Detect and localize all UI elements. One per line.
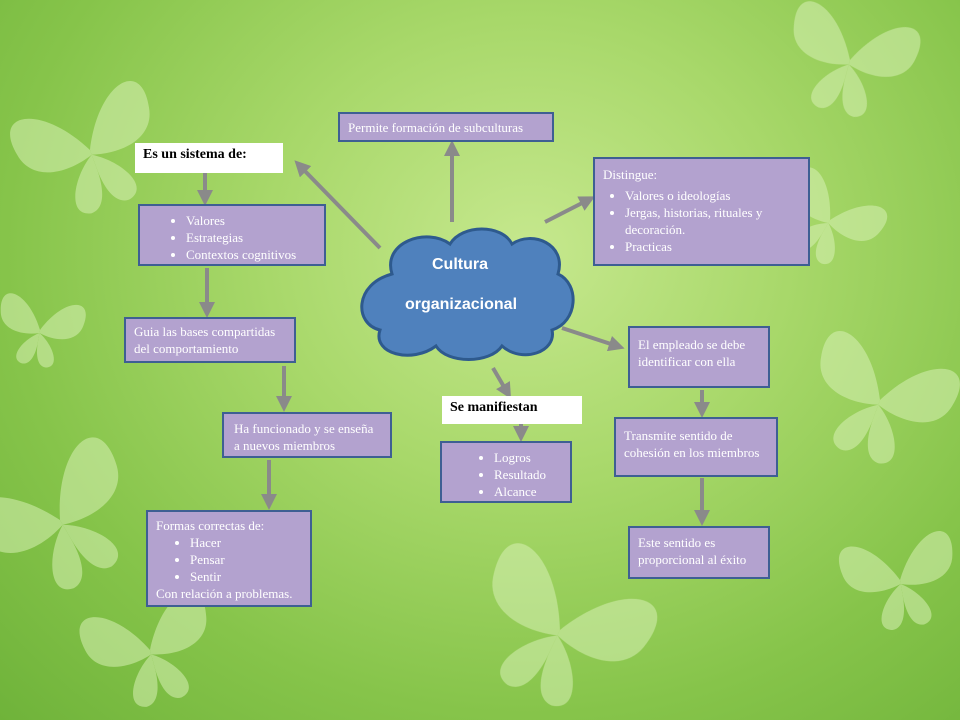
distingue-heading: Distingue: [603,167,658,182]
arrow-to-distingue [544,196,596,224]
manifiestan-list: Logros Resultado Alcance [446,449,566,500]
formas-list: Hacer Pensar Sentir [156,534,302,585]
empleado-box: El empleado se debe identificar con ella [628,326,770,388]
list-item: Jergas, historias, rituales y decoración… [625,204,800,238]
distingue-box: Distingue: Valores o ideologías Jergas, … [593,157,810,266]
list-item: Hacer [190,534,302,551]
formas-box: Formas correctas de: Hacer Pensar Sentir… [146,510,312,607]
guia-text: Guia las bases compartidas del comportam… [134,324,276,356]
empleado-text: El empleado se debe identificar con ella [638,337,746,369]
cloud-title-line1: Cultura [432,256,488,273]
subculturas-box: Permite formación de subculturas [338,112,554,142]
sentido-text: Este sentido es proporcional al éxito [638,535,747,567]
list-item: Estrategias [186,229,318,246]
formas-footer: Con relación a problemas. [156,586,293,601]
manifiestan-label: Se manifiestan [442,396,582,424]
arrow-to-manifiestan [491,366,512,399]
arrow-to-empleado [561,326,625,352]
transmite-box: Transmite sentido de cohesión en los mie… [614,417,778,477]
list-item: Sentir [190,568,302,585]
cloud-shape [360,227,575,361]
transmite-text: Transmite sentido de cohesión en los mie… [624,428,760,460]
list-item: Pensar [190,551,302,568]
sistema-list-box: Valores Estrategias Contextos cognitivos [138,204,326,266]
subculturas-text: Permite formación de subculturas [348,120,524,135]
guia-box: Guia las bases compartidas del comportam… [124,317,296,363]
list-item: Practicas [625,238,800,255]
list-item: Alcance [494,483,566,500]
funcionado-box: Ha funcionado y se enseña a nuevos miemb… [222,412,392,458]
arrow-to-sistema [294,160,382,250]
sistema-list: Valores Estrategias Contextos cognitivos [146,212,318,263]
list-item: Contextos cognitivos [186,246,318,263]
list-item: Resultado [494,466,566,483]
funcionado-text: Ha funcionado y se enseña a nuevos miemb… [234,421,374,453]
sistema-label: Es un sistema de: [135,143,283,173]
formas-heading: Formas correctas de: [156,518,265,533]
sentido-box: Este sentido es proporcional al éxito [628,526,770,579]
cloud-title-line2: organizacional [404,296,518,313]
manifiestan-list-box: Logros Resultado Alcance [440,441,572,503]
distingue-list: Valores o ideologías Jergas, historias, … [603,187,800,255]
list-item: Logros [494,449,566,466]
list-item: Valores [186,212,318,229]
list-item: Valores o ideologías [625,187,800,204]
